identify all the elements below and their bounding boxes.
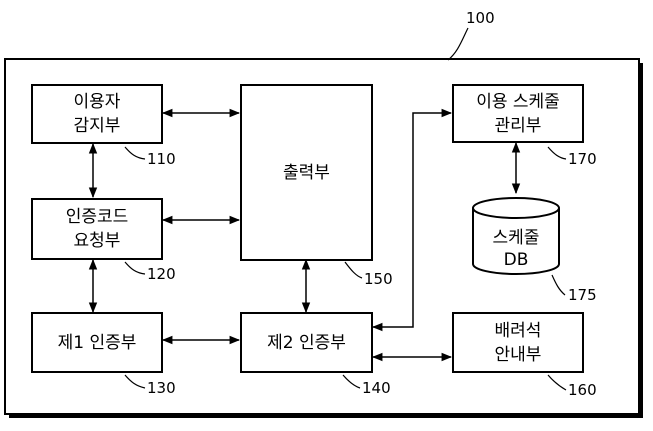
ref-150: 150 (364, 270, 393, 288)
block-consideration-guide: 배려석 안내부 (452, 312, 584, 373)
ref-170: 170 (568, 150, 597, 168)
block-consideration-guide-line-2: 안내부 (495, 343, 542, 367)
block-second-auth-label: 제2 인증부 (267, 331, 346, 355)
block-first-auth-label: 제1 인증부 (58, 331, 137, 355)
block-usage-schedule-manager: 이용 스케줄 관리부 (452, 84, 584, 143)
block-user-detector-line-2: 감지부 (74, 114, 121, 138)
ref-140: 140 (362, 379, 391, 397)
database-label: 스케줄 DB (473, 226, 559, 272)
ref-130: 130 (147, 379, 176, 397)
block-usage-schedule-manager-line-1: 이용 스케줄 (476, 90, 560, 114)
ref-160: 160 (568, 381, 597, 399)
ref-175: 175 (568, 286, 597, 304)
block-auth-code-requester-line-2: 요청부 (74, 229, 121, 253)
block-usage-schedule-manager-line-2: 관리부 (495, 114, 542, 138)
database-label-line-1: 스케줄 (493, 227, 540, 249)
block-auth-code-requester-line-1: 인증코드 (66, 205, 129, 229)
block-output-label: 출력부 (283, 161, 330, 185)
system-leader-line (448, 28, 468, 60)
system-ref-label: 100 (466, 9, 495, 27)
block-second-auth: 제2 인증부 (240, 312, 373, 373)
block-user-detector-line-1: 이용자 (74, 90, 121, 114)
block-output: 출력부 (240, 84, 373, 261)
block-auth-code-requester: 인증코드 요청부 (31, 198, 163, 260)
block-first-auth: 제1 인증부 (31, 312, 163, 373)
block-user-detector: 이용자 감지부 (31, 84, 163, 144)
ref-110: 110 (147, 150, 176, 168)
ref-120: 120 (147, 265, 176, 283)
database-label-line-2: DB (504, 249, 529, 271)
block-consideration-guide-line-1: 배려석 (495, 319, 542, 343)
